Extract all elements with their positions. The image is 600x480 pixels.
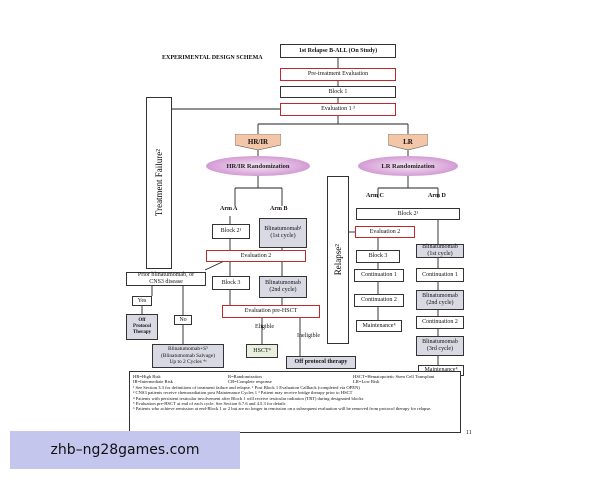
legend-row: HR=High Risk R=Randomization HSCT=Hemato… <box>133 374 457 379</box>
block3-hr-box: Block 3 <box>212 276 250 290</box>
hsct-box: HSCT⁴ <box>246 344 278 358</box>
continuation2-arm-c-box: Continuation 2 <box>354 294 404 307</box>
treatment-failure-box: Treatment Failure² <box>146 97 172 269</box>
blinatumomab-hr-cycle2-box: Blinatumomab (2nd cycle) <box>259 276 307 298</box>
continuation1-arm-c-box: Continuation 1 <box>354 269 404 282</box>
legend-note: ⁶ Patients who achieve remission at end-… <box>133 406 432 412</box>
evaluation-pre-hsct-box: Evaluation pre-HSCT <box>222 305 320 318</box>
blinatumomab-lr-cycle3-box: Blinatumomab (3rd cycle) <box>416 336 464 356</box>
legend-cell: LR=Low Risk <box>353 379 380 385</box>
legend-row: IR=Intermediate Risk CR=Complete respons… <box>133 379 457 384</box>
eligible-label: Eligible <box>255 324 274 330</box>
no-box: No <box>174 315 192 325</box>
legend-cell: CR=Complete response <box>228 379 272 385</box>
lr-label: LR <box>403 138 413 146</box>
legend-cell: HR=High Risk <box>133 374 161 379</box>
ineligible-label: Ineligible <box>297 333 320 339</box>
treatment-failure-label: Treatment Failure² <box>154 149 164 217</box>
blinatumomab-salvage-box: Blinatumomab+S⁵ (Blinatumomab Salvage) U… <box>152 344 224 368</box>
legend-box: HR=High Risk R=Randomization HSCT=Hemato… <box>129 371 461 433</box>
blinatumomab-lr-cycle2-box: Blinatumomab (2nd cycle) <box>416 290 464 310</box>
hr-ir-label: HR/IR <box>247 138 269 146</box>
evaluation2-lr-box: Evaluation 2 <box>355 226 415 238</box>
watermark-banner: zhb–ng28games.com <box>10 431 240 469</box>
legend-cell: HSCT=Hematopoietic Stem Cell Transplant <box>353 374 435 379</box>
page-number: 11 <box>466 430 472 436</box>
maintenance-arm-c-box: Maintenance⁴ <box>356 320 402 332</box>
relapse-side-box: Relapse² <box>327 176 349 344</box>
arm-c-label: Arm C <box>366 193 384 199</box>
blinatumomab-hr-cycle1-box: Blinatumomab¹ (1st cycle) <box>259 218 307 248</box>
evaluation2-hr-box: Evaluation 2 <box>206 250 306 262</box>
legend-cell: R=Randomization <box>228 374 262 379</box>
legend-note: ⁵ Evaluation pre-HSCT at end of each cyc… <box>133 401 286 407</box>
continuation2-arm-d-box: Continuation 2 <box>416 316 464 329</box>
evaluation1-box: Evaluation 1 ³ <box>280 103 396 116</box>
legend-note: ² CNS3 patients receive chemoradiation p… <box>133 390 353 396</box>
relapse-side-label: Relapse² <box>333 244 343 276</box>
legend-note: ¹ See Section 3.3 for definitions of tre… <box>133 384 360 390</box>
schema-title: EXPERIMENTAL DESIGN SCHEMA <box>162 55 263 61</box>
legend-note: ⁴ Patients with persistent testicular in… <box>133 395 364 401</box>
lr-header: LR <box>388 134 428 150</box>
continuation1-arm-d-box: Continuation 1 <box>416 268 464 282</box>
block1-box: Block 1 <box>280 86 396 98</box>
relapse-box: 1st Relapse B-ALL (On Study) <box>280 44 396 58</box>
blinatumomab-lr-cycle1-box: Blinatumomab (1st cycle) <box>416 244 464 258</box>
lr-randomization: LR Randomization <box>358 156 458 176</box>
off-protocol-small-box: Off Protocol Therapy <box>126 314 158 340</box>
block2-hr-box: Block 2¹ <box>212 224 250 239</box>
legend-cell: IR=Intermediate Risk <box>133 379 173 385</box>
yes-box: Yes <box>132 296 152 306</box>
prior-blinatumomab-box: Prior blinatumomab, or CNS3 disease <box>126 272 206 286</box>
hr-ir-header: HR/IR <box>235 134 281 150</box>
block3-lr-box: Block 3 <box>356 250 400 263</box>
arm-b-label: Arm B <box>270 206 288 212</box>
block2-lr-box: Block 2¹ <box>356 208 460 220</box>
off-protocol-therapy-box: Off protocol therapy <box>286 356 356 369</box>
arm-a-label: Arm A <box>220 206 238 212</box>
hr-ir-randomization: HR/IR Randomization <box>206 156 310 176</box>
pretreatment-evaluation-box: Pre-treatment Evaluation <box>280 68 396 81</box>
arm-d-label: Arm D <box>428 193 446 199</box>
